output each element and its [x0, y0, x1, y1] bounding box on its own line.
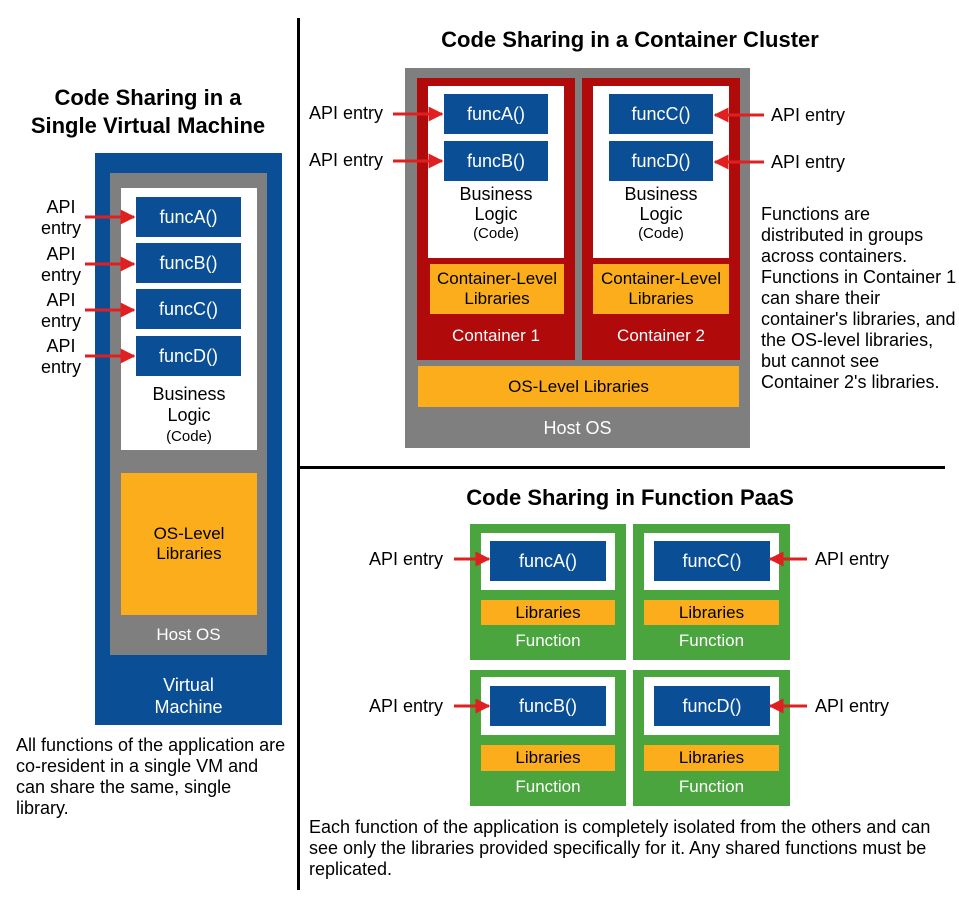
cluster-api-entry-b: API entry — [309, 150, 384, 170]
container-1-business-logic: funcA() funcB() Business Logic (Code) — [428, 86, 564, 258]
paas-api-entry-b: API entry — [369, 696, 444, 716]
paas-api-entry-c: API entry — [815, 549, 890, 569]
function-box-c: funcC() Libraries Function — [633, 524, 790, 660]
virtual-machine-label: Virtual Machine — [154, 675, 223, 717]
function-b-label: Function — [515, 777, 581, 796]
paas-func-d: funcD() — [654, 686, 770, 726]
function-a-libraries: Libraries — [481, 600, 615, 625]
function-b-libraries: Libraries — [481, 745, 615, 771]
business-logic-label: Business Logic (Code) — [152, 384, 226, 445]
function-box-d: funcD() Libraries Function — [633, 670, 790, 806]
function-box-c-inner: funcC() — [644, 533, 779, 590]
func-b-block: funcB() — [136, 243, 241, 283]
host-os-box: funcA() funcB() funcC() funcD() Business… — [110, 173, 267, 655]
os-level-libraries: OS-Level Libraries — [121, 473, 257, 615]
cluster-host-os-box: funcA() funcB() Business Logic (Code) Co… — [405, 68, 750, 448]
container-1-label: Container 1 — [452, 326, 540, 345]
function-d-label: Function — [678, 777, 745, 796]
vm-caption: All functions of the application are co-… — [16, 735, 286, 818]
function-box-a-inner: funcA() — [481, 533, 615, 590]
paas-api-entry-d: API entry — [815, 696, 890, 716]
function-box-b-inner: funcB() — [481, 677, 615, 735]
horizontal-divider — [299, 466, 945, 469]
cluster-host-os-label: Host OS — [543, 418, 612, 438]
vm-title: Code Sharing in a Single Virtual Machine — [30, 85, 266, 138]
host-os-label: Host OS — [156, 625, 221, 644]
function-box-b: funcB() Libraries Function — [470, 670, 626, 806]
func-d-block: funcD() — [136, 336, 241, 376]
container-2-business-label: Business Logic (Code) — [624, 184, 698, 242]
container-1-box: funcA() funcB() Business Logic (Code) Co… — [417, 78, 575, 360]
container-1-func-b: funcB() — [444, 141, 548, 181]
container-2-label: Container 2 — [617, 326, 705, 345]
func-a-block: funcA() — [136, 197, 241, 237]
virtual-machine-box: funcA() funcB() funcC() funcD() Business… — [95, 153, 282, 725]
cluster-caption: Functions are distributed in groups acro… — [761, 204, 957, 392]
paas-func-b: funcB() — [490, 686, 606, 726]
container-2-libraries: Container-Level Libraries — [593, 264, 729, 314]
paas-api-entry-a: API entry — [369, 549, 444, 569]
function-c-label: Function — [678, 631, 745, 650]
cluster-api-entry-c: API entry — [771, 105, 846, 125]
function-a-label: Function — [515, 631, 581, 650]
cluster-api-entry-d: API entry — [771, 152, 846, 172]
container-cluster-title: Code Sharing in a Container Cluster — [441, 27, 819, 52]
container-2-func-d: funcD() — [609, 141, 713, 181]
cluster-os-level-libraries: OS-Level Libraries — [418, 366, 739, 407]
function-c-libraries: Libraries — [644, 600, 779, 625]
container-1-func-a: funcA() — [444, 94, 548, 134]
container-2-func-c: funcC() — [609, 94, 713, 134]
paas-func-c: funcC() — [654, 541, 770, 581]
container-2-business-logic: funcC() funcD() Business Logic (Code) — [593, 86, 729, 258]
cluster-api-entry-a: API entry — [309, 103, 384, 123]
container-1-libraries: Container-Level Libraries — [430, 264, 564, 314]
paas-caption: Each function of the application is comp… — [309, 817, 931, 879]
function-d-libraries: Libraries — [644, 745, 779, 771]
business-logic-box: funcA() funcB() funcC() funcD() Business… — [121, 188, 257, 450]
func-c-block: funcC() — [136, 289, 241, 329]
container-1-business-label: Business Logic (Code) — [459, 184, 533, 242]
paas-func-a: funcA() — [490, 541, 606, 581]
container-2-box: funcC() funcD() Business Logic (Code) Co… — [582, 78, 740, 360]
function-box-a: funcA() Libraries Function — [470, 524, 626, 660]
vertical-divider — [297, 18, 300, 890]
function-paas-title: Code Sharing in Function PaaS — [466, 485, 794, 510]
function-box-d-inner: funcD() — [644, 677, 779, 735]
